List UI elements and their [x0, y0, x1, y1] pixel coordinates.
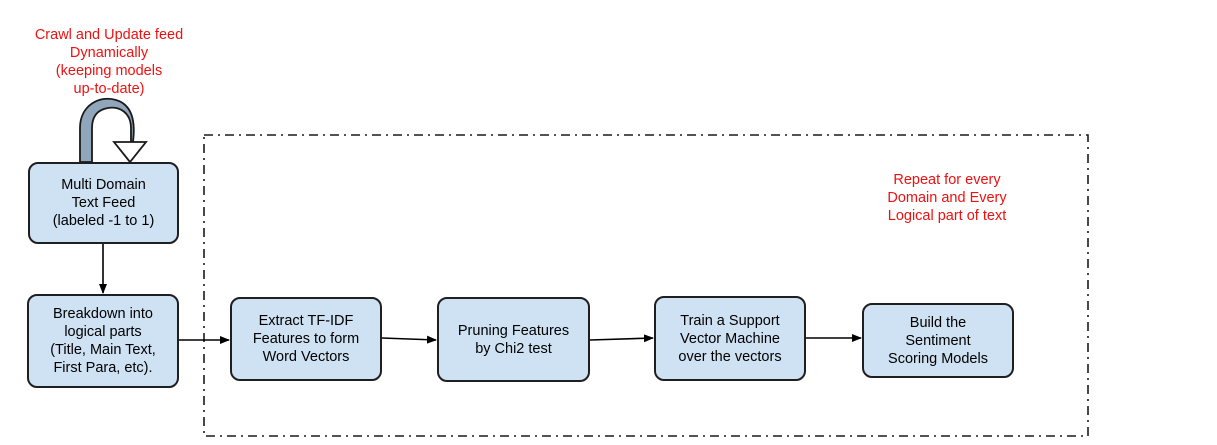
build-models-box: Build the Sentiment Scoring Models [862, 303, 1014, 378]
repeat-region-border [203, 134, 1089, 437]
text-feed-label: Multi Domain Text Feed (labeled -1 to 1) [52, 177, 155, 229]
pruning-features-label: Pruning Features by Chi2 test [457, 322, 570, 357]
breakdown-box: Breakdown into logical parts (Title, Mai… [27, 294, 179, 388]
train-svm-box: Train a Support Vector Machine over the … [654, 296, 806, 381]
extract-tfidf-box: Extract TF-IDF Features to form Word Vec… [230, 297, 382, 381]
curved-loop-arrow-icon [79, 97, 148, 164]
breakdown-label: Breakdown into logical parts (Title, Mai… [50, 306, 156, 376]
crawl-update-note: Crawl and Update feed Dynamically (keepi… [34, 27, 184, 97]
extract-tfidf-label: Extract TF-IDF Features to form Word Vec… [252, 313, 360, 365]
text-feed-box: Multi Domain Text Feed (labeled -1 to 1) [28, 162, 179, 244]
repeat-note: Repeat for every Domain and Every Logica… [887, 172, 1007, 224]
train-svm-label: Train a Support Vector Machine over the … [678, 312, 782, 365]
arrow-extract-to-pruning [381, 335, 437, 344]
build-models-label: Build the Sentiment Scoring Models [888, 314, 988, 367]
pruning-features-box: Pruning Features by Chi2 test [437, 297, 590, 382]
arrow-pruning-to-train [589, 334, 654, 343]
